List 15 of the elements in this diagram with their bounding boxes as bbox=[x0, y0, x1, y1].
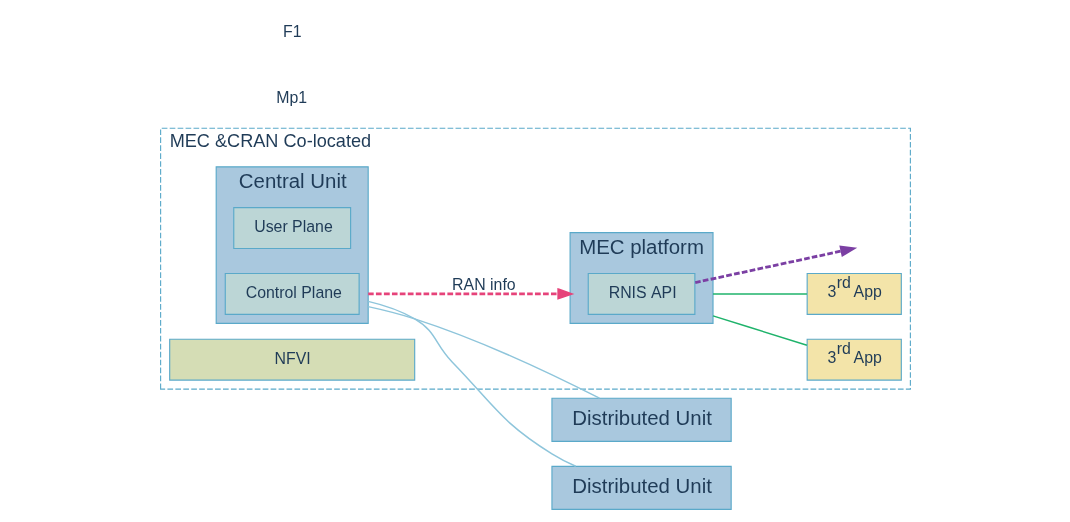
connector bbox=[711, 293, 808, 295]
node-box: NFVI bbox=[168, 338, 415, 381]
node-box: User Plane bbox=[232, 207, 351, 250]
arrow bbox=[694, 245, 857, 284]
node-box: RNIS API bbox=[587, 272, 695, 315]
node-box: Control Plane bbox=[224, 272, 360, 315]
arrow bbox=[367, 287, 574, 300]
label: Mp1 bbox=[275, 88, 307, 106]
label: F1 bbox=[282, 23, 302, 41]
edge-label: RAN info bbox=[451, 275, 516, 293]
connector bbox=[366, 300, 576, 468]
node-box: Distributed Unit bbox=[550, 397, 732, 442]
connector bbox=[366, 305, 600, 399]
node-box: Distributed Unit bbox=[550, 465, 732, 510]
connector bbox=[711, 315, 808, 346]
